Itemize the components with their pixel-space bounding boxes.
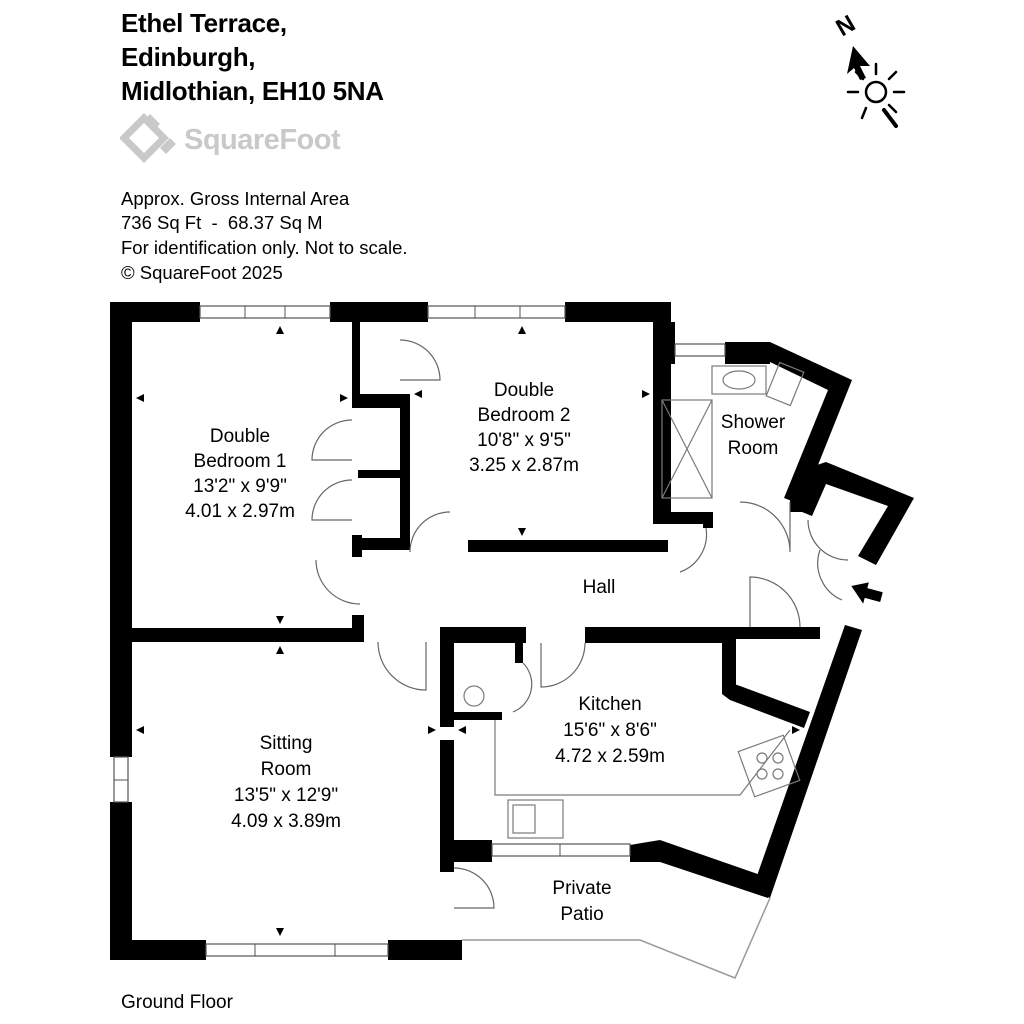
sitting-room-metric: 4.09 x 3.89m xyxy=(231,811,341,832)
squarefoot-logo-icon xyxy=(119,113,176,163)
kitchen-label: Kitchen xyxy=(578,694,641,715)
sitting-room-imperial: 13'5" x 12'9" xyxy=(234,785,338,806)
sink-icon xyxy=(507,799,564,839)
boiler-icon xyxy=(463,685,485,707)
kitchen-metric: 4.72 x 2.59m xyxy=(555,746,665,767)
bedroom1-label-line1: Double xyxy=(210,426,270,447)
area-info-line-1: Approx. Gross Internal Area xyxy=(121,188,350,209)
shower-tray-icon xyxy=(661,399,713,499)
bedroom2-label-line2: Bedroom 2 xyxy=(478,405,571,426)
kitchen-imperial: 15'6" x 8'6" xyxy=(563,720,657,741)
bedroom2-metric: 3.25 x 2.87m xyxy=(469,455,579,476)
area-info-line-3: For identification only. Not to scale. xyxy=(121,237,408,258)
door-swings xyxy=(311,339,849,909)
bedroom1-label-line2: Bedroom 1 xyxy=(194,451,287,472)
walls xyxy=(110,302,914,960)
bedroom1-metric: 4.01 x 2.97m xyxy=(185,501,295,522)
compass-north-letter: N xyxy=(832,10,861,42)
address-line-2: Edinburgh, xyxy=(121,42,256,72)
hob-icon xyxy=(737,734,801,798)
bedroom1-imperial: 13'2" x 9'9" xyxy=(193,476,287,497)
patio-outline xyxy=(462,897,771,979)
squarefoot-logo-text: SquareFoot xyxy=(184,124,341,156)
bedroom2-label-line1: Double xyxy=(494,380,554,401)
window-mullions xyxy=(114,306,561,956)
toilet-icon xyxy=(765,361,805,407)
patio-label-line2: Patio xyxy=(560,904,603,925)
dimension-markers xyxy=(136,326,800,936)
windows xyxy=(113,305,726,957)
patio-label-line1: Private xyxy=(552,878,611,899)
shower-room-label-line2: Room xyxy=(728,438,779,459)
sitting-room-label-line1: Sitting xyxy=(260,733,313,754)
sitting-room-label-line2: Room xyxy=(261,759,312,780)
area-info-line-4: © SquareFoot 2025 xyxy=(121,262,283,283)
squarefoot-logo: SquareFoot xyxy=(119,112,360,166)
floor-label: Ground Floor xyxy=(121,992,233,1013)
address-line-1: Ethel Terrace, xyxy=(121,8,287,38)
entrance-arrow-icon xyxy=(851,582,883,604)
bedroom2-imperial: 10'8" x 9'5" xyxy=(477,430,571,451)
shower-room-label-line1: Shower xyxy=(721,412,786,433)
basin-icon xyxy=(711,365,767,395)
area-info-line-2: 736 Sq Ft - 68.37 Sq M xyxy=(121,212,323,233)
room-labels: Double Bedroom 1 13'2" x 9'9" 4.01 x 2.9… xyxy=(185,380,786,925)
hall-label: Hall xyxy=(583,577,616,598)
fixtures xyxy=(463,361,805,839)
compass-arrow-icon xyxy=(847,46,870,80)
address-line-3: Midlothian, EH10 5NA xyxy=(121,76,384,106)
compass-sun-icon: N xyxy=(832,10,906,128)
